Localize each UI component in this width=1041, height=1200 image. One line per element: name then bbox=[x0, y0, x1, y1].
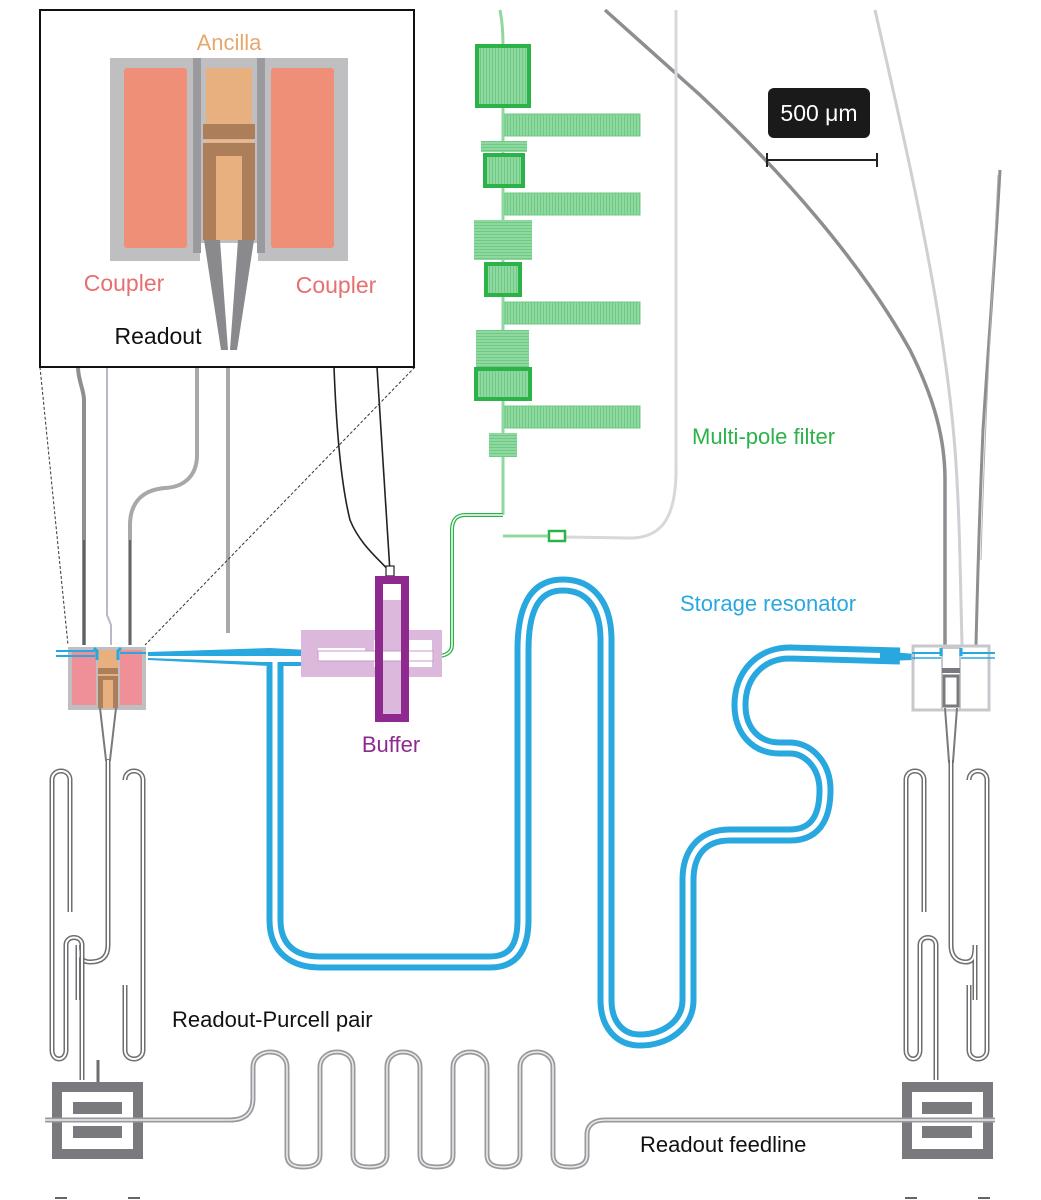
buffer-ground-horizontal bbox=[306, 635, 374, 672]
filter-stub-3 bbox=[504, 301, 641, 325]
filter-coupler-5 bbox=[489, 433, 517, 457]
readout-purcell-pair-right bbox=[903, 760, 990, 1080]
filter-pole-2 bbox=[483, 153, 525, 188]
filter-output-pad bbox=[547, 529, 567, 543]
filter-output-line bbox=[563, 10, 678, 540]
flux-line-right-thin-2 bbox=[980, 174, 999, 561]
inset-panel: Ancilla Coupler Coupler Readout bbox=[39, 9, 415, 368]
buffer-resonator-outer bbox=[375, 576, 409, 722]
transmon-left-coupler-1 bbox=[72, 650, 96, 705]
drive-line-right-light bbox=[873, 9, 964, 646]
flux-line-right-thin bbox=[974, 169, 1002, 646]
filter-pole-4 bbox=[474, 367, 532, 401]
inset-readout-taper-left bbox=[204, 240, 228, 350]
buffer-drive-pad bbox=[385, 565, 395, 577]
inset-coupler-right-pad bbox=[271, 68, 334, 248]
label-multi-pole-filter: Multi-pole filter bbox=[692, 424, 835, 449]
filter-pole-3 bbox=[484, 262, 522, 297]
filter-stub-4 bbox=[504, 405, 641, 429]
inset-readout-taper-right bbox=[230, 240, 254, 350]
buffer-mode: Buffer bbox=[301, 576, 442, 757]
flux-line-left-3 bbox=[128, 367, 199, 645]
flux-line-right-diagonal bbox=[603, 8, 947, 645]
inset-label-coupler-left: Coupler bbox=[84, 270, 165, 296]
buffer-drive-line-2 bbox=[376, 366, 391, 573]
filter-to-buffer-line bbox=[437, 513, 503, 658]
label-buffer: Buffer bbox=[362, 732, 420, 757]
label-readout-feedline: Readout feedline bbox=[640, 1132, 806, 1157]
storage-coupling-taper bbox=[148, 648, 308, 656]
readout-feedline bbox=[45, 1049, 995, 1170]
inset-readout-coupler-bar bbox=[203, 124, 255, 139]
scale-bar-label-box bbox=[768, 88, 870, 138]
drive-line-left-2 bbox=[106, 367, 112, 645]
readout-purcell-pair-left bbox=[49, 760, 146, 1090]
storage-resonator bbox=[148, 576, 915, 1049]
inset-projection-lines bbox=[39, 366, 416, 646]
filter-stub-2 bbox=[504, 192, 641, 216]
filter-coupler-4 bbox=[476, 330, 529, 368]
multi-pole-filter bbox=[437, 9, 641, 658]
transmon-right bbox=[911, 644, 995, 763]
inset-label-coupler-right: Coupler bbox=[296, 272, 377, 298]
inset-label-readout: Readout bbox=[115, 323, 203, 349]
filter-stub-1 bbox=[504, 113, 641, 137]
filter-coupler-2 bbox=[481, 141, 527, 152]
inset-coupler-left-pad bbox=[124, 68, 187, 248]
control-lines bbox=[76, 8, 1002, 646]
buffer-drive-line-1 bbox=[333, 366, 391, 573]
label-readout-purcell-pair: Readout-Purcell pair bbox=[172, 1007, 373, 1032]
label-storage-resonator: Storage resonator bbox=[680, 591, 856, 616]
inset-label-ancilla: Ancilla bbox=[197, 30, 263, 55]
scale-bar: 500 μm bbox=[766, 88, 878, 167]
transmon-left bbox=[56, 646, 146, 761]
transmon-left-coupler-2 bbox=[120, 650, 142, 705]
scale-bar-label: 500 μm bbox=[780, 100, 857, 126]
flux-line-left-1 bbox=[76, 366, 86, 645]
filter-coupler-3 bbox=[474, 220, 532, 260]
filter-pole-1 bbox=[475, 44, 531, 108]
